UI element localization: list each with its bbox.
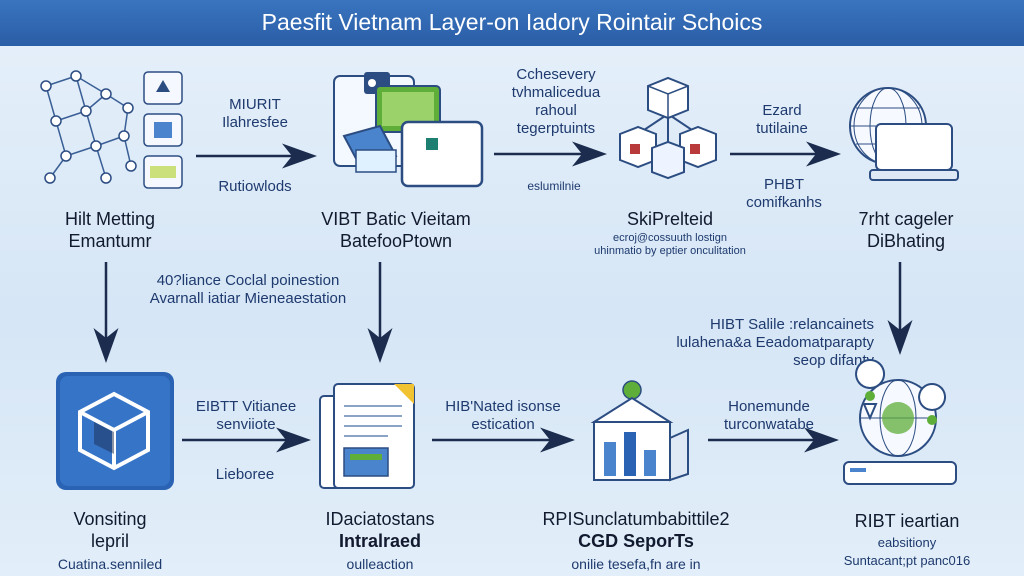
node-8-label: RIBT ieartian [812,510,1002,532]
title-bar: Paesfit Vietnam Layer-on Iadory Rointair… [0,0,1024,46]
node-7-title: RPISunclatumbabittile2 [542,509,730,529]
network-graph-icon [40,70,183,189]
edge-6-text-2: estication [471,416,535,433]
document-stack-icon [319,383,415,489]
edge-7-text-2: turconwatabe [723,416,815,433]
node-3-note-1: ecroj@cossuuth lostign [613,232,727,244]
node-2-title: VIBT Batic Vieitam [321,209,471,229]
down-arrow-label: 40?liance Coclal poinestion Avarnall iat… [128,272,368,308]
edge-3-text-2: tutilaine [756,120,808,137]
node-7-subtitle: CGD SeporTs [578,531,694,551]
node-8-notes: eabsitiony Suntacant;pt panc016 [812,534,1002,570]
node-1-title: Hilt Metting [64,209,156,229]
node-4-label: 7rht cageler DiBhating [806,208,1006,252]
edge-7-text-1: Honemunde [728,398,810,415]
node-8-title: RIBT ieartian [854,511,960,531]
edge-2-text-4: tegerptuints [516,120,596,137]
node-6-title: IDaciatostans [325,509,435,529]
edge-3-text-1: Ezard [762,102,802,119]
node-8-note-2: Suntacant;pt panc016 [843,553,971,568]
node-3-note-2: uhinmatio by eptier onculitation [594,245,746,257]
node-3-label: SkiPrelteid [570,208,770,230]
down-arrow-text-1: 40?liance Coclal poinestion [156,272,340,289]
edge-1-label-bottom: Rutiowlods [218,178,292,195]
node-7-label: RPISunclatumbabittile2 CGD SeporTs [526,508,746,552]
edge-2-text-2: tvhmalicedua [511,84,601,101]
node-1-label: Hilt Metting Emantumr [20,208,200,252]
down-arrow-text-2: Avarnall iatiar Mieneaestation [149,290,347,307]
edge-6-text-1: HIB'Nated isonse [445,398,561,415]
globe-pins-icon [843,359,957,485]
edge-2-label-bottom: eslumilnie [527,179,581,193]
node-1-subtitle: Emantumr [68,231,152,251]
edge-2-text-1: Cchesevery [516,66,596,83]
edge-6-label: HIB'Nated isonse estication [438,398,568,434]
right-side-label: HIBT Salile :relancainets lulahena&a Eea… [634,316,874,370]
diagram-title: Paesfit Vietnam Layer-on Iadory Rointair… [261,9,763,35]
globe-laptop-icon [849,87,959,181]
node-2-label: VIBT Batic Vieitam BatefooPtown [296,208,496,252]
edge-3-label-bottom: PHBT comifkanhs [724,176,844,212]
node-5-note: Cuatina.senniled [57,556,163,572]
edge-1-text-2: Ilahresfee [222,114,288,131]
edge-5-label-top: EIBTT Vitianee senviiote [186,398,306,434]
node-6-subtitle: Intralraed [338,531,422,551]
hierarchy-boxes-icon [619,76,717,180]
edge-3-text-4: comifkanhs [746,194,822,211]
edge-5-text-2: senviiote [216,416,276,433]
cube-tile-icon [56,372,174,490]
node-3-title: SkiPrelteid [626,209,714,229]
node-3-notes: ecroj@cossuuth lostign uhinmatio by epti… [560,232,780,258]
folder-stack-icon [333,72,484,188]
right-side-text-1: HIBT Salile :relancainets [710,316,874,333]
edge-1-label-top: MIURIT Ilahresfee [205,96,305,132]
node-8-note-1: eabsitiony [877,535,937,550]
right-side-text-2: lulahena&a Eeadomatparapty [676,334,874,351]
node-7-note: onilie tesefa,fn are in [571,556,701,572]
node-6-label: IDaciatostans Intralraed [290,508,470,552]
node-6-note: oulleaction [346,556,414,572]
node-5-title: Vonsiting [73,509,147,529]
edge-2-text-3: rahoul [535,102,577,119]
edge-1-text-1: MIURIT [229,96,281,113]
edge-7-label: Honemunde turconwatabe [704,398,834,434]
node-2-subtitle: BatefooPtown [339,231,453,251]
edge-2-label-top: Cchesevery tvhmalicedua rahoul tegerptui… [496,66,616,138]
node-4-subtitle: DiBhating [866,231,946,251]
node-5-subtitle: lepril [90,531,129,551]
node-5-label: Vonsiting lepril [20,508,200,552]
edge-5-label-bottom: Lieboree [215,466,275,483]
edge-5-text-1: EIBTT Vitianee [195,398,297,415]
right-side-text-3: seop difanty [793,352,874,369]
edge-3-text-3: PHBT [763,176,804,193]
building-chart-icon [590,380,689,482]
node-4-title: 7rht cageler [858,209,954,229]
edge-3-label-top: Ezard tutilaine [732,102,832,138]
